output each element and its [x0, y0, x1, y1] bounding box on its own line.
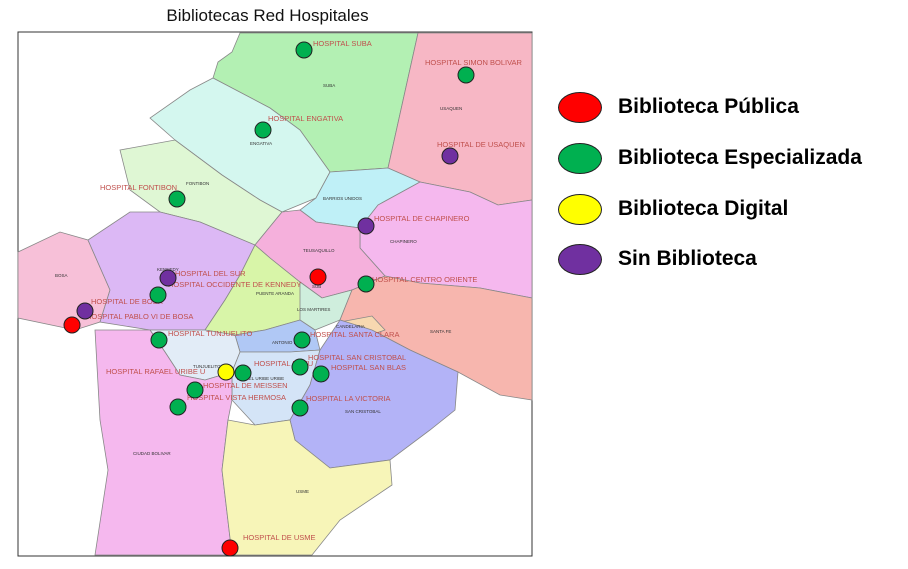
- hospital-marker-meissen[interactable]: [186, 381, 204, 399]
- hospital-label-engativa: HOSPITAL ENGATIVA: [268, 114, 343, 123]
- hospital-marker-centro-oriente[interactable]: [357, 275, 375, 293]
- hospital-marker-engativa[interactable]: [254, 121, 272, 139]
- hospital-label-usaquen: HOSPITAL DE USAQUEN: [437, 140, 525, 149]
- hospital-marker-teusaquillo-public[interactable]: [309, 268, 327, 286]
- locality-label-ciudad-bolivar: CIUDAD BOLIVAR: [133, 451, 171, 456]
- locality-label-bosa: BOSA: [55, 273, 68, 278]
- hospital-marker-tunjuelito[interactable]: [150, 331, 168, 349]
- legend-label-specialized: Biblioteca Especializada: [618, 146, 862, 169]
- hospital-marker-fontibon[interactable]: [168, 190, 186, 208]
- hospital-marker-suba[interactable]: [295, 41, 313, 59]
- locality-label-engativa: ENGATIVA: [250, 141, 272, 146]
- locality-label-teusaquillo: TEUSAQUILLO: [303, 248, 335, 253]
- hospital-label-pablo-vi-bosa: HOSPITAL PABLO VI DE BOSA: [86, 312, 193, 321]
- map-title: Bibliotecas Red Hospitales: [166, 6, 369, 25]
- legend-label-digital: Biblioteca Digital: [618, 197, 789, 220]
- hospital-label-vista-hermosa: HOSPITAL VISTA HERMOSA: [187, 393, 286, 402]
- locality-label-puente-aranda: PUENTE ARANDA: [256, 291, 294, 296]
- hospital-marker-simon-bolivar[interactable]: [457, 66, 475, 84]
- locality-label-suba: SUBA: [323, 83, 335, 88]
- hospital-marker-digital[interactable]: [217, 363, 235, 381]
- hospital-label-fontibon: HOSPITAL FONTIBON: [100, 183, 177, 192]
- locality-label-san-cristobal: SAN CRISTOBAL: [345, 409, 381, 414]
- hospital-marker-santa-clara[interactable]: [293, 331, 311, 349]
- hospital-label-san-blas: HOSPITAL SAN BLAS: [331, 363, 406, 372]
- legend-swatch-none: [558, 243, 602, 275]
- locality-label-candelaria: CANDELARIA: [336, 324, 365, 329]
- hospital-marker-pablo-vi-bosa[interactable]: [63, 316, 81, 334]
- locality-label-tunjuelito: TUNJUELITO: [193, 364, 221, 369]
- hospital-marker-san-cristobal[interactable]: [291, 358, 309, 376]
- hospital-marker-la-victoria[interactable]: [291, 399, 309, 417]
- hospital-label-usme: HOSPITAL DE USME: [243, 533, 316, 542]
- locality-label-santa-fe: SANTA FE: [430, 329, 451, 334]
- hospital-label-rafael-uribe: HOSPITAL RAFAEL URIBE U: [106, 367, 205, 376]
- legend-label-public: Biblioteca Pública: [618, 95, 799, 118]
- hospital-label-meissen: HOSPITAL DE MEISSEN: [203, 381, 288, 390]
- hospital-label-bosa: HOSPITAL DE BOSA: [91, 297, 163, 306]
- locality-label-kennedy: KENNEDY: [157, 267, 179, 272]
- locality-label-barrios-unidos: BARRIOS UNIDOS: [323, 196, 362, 201]
- hospital-label-san-cristobal: HOSPITAL SAN CRISTOBAL: [308, 353, 406, 362]
- locality-label-sub: SUB: [312, 284, 321, 289]
- locality-label-fontibon: FONTIBON: [186, 181, 209, 186]
- locality-label-los-martires: LOS MARTIRES: [297, 307, 330, 312]
- hospital-label-del-sur: HOSPITAL DEL SUR: [175, 269, 246, 278]
- legend-label-none: Sin Biblioteca: [618, 247, 757, 270]
- legend-item-specialized: Biblioteca Especializada: [558, 138, 862, 178]
- hospital-label-tunjuelito: HOSPITAL TUNJUELITO: [168, 329, 252, 338]
- hospital-marker-chapinero[interactable]: [357, 217, 375, 235]
- hospital-label-suba: HOSPITAL SUBA: [313, 39, 372, 48]
- hospital-label-santa-clara: HOSPITAL SANTA CLARA: [310, 330, 399, 339]
- hospital-marker-del-sur[interactable]: [159, 269, 177, 287]
- hospital-marker-vista-hermosa[interactable]: [169, 398, 187, 416]
- hospital-label-la-victoria: HOSPITAL LA VICTORIA: [306, 394, 390, 403]
- hospital-marker-usaquen[interactable]: [441, 147, 459, 165]
- hospital-label-el-tunal: HOSPITAL EL TU: [254, 359, 313, 368]
- locality-label-usaquen: USAQUEN: [440, 106, 462, 111]
- locality-label-usme: USME: [296, 489, 309, 494]
- legend-swatch-specialized: [558, 142, 602, 174]
- hospital-marker-el-tunal[interactable]: [234, 364, 252, 382]
- hospital-label-centro-oriente: HOSPITAL CENTRO ORIENTE: [372, 275, 477, 284]
- hospital-marker-usme[interactable]: [221, 539, 239, 557]
- legend-item-none: Sin Biblioteca: [558, 239, 757, 279]
- locality-label-chapinero: CHAPINERO: [390, 239, 417, 244]
- locality-label-rafael-uribe: RAFAEL URIBE URIBE: [237, 376, 284, 381]
- hospital-label-chapinero: HOSPITAL DE CHAPINERO: [374, 214, 470, 223]
- legend-item-digital: Biblioteca Digital: [558, 189, 788, 229]
- hospital-label-simon-bolivar: HOSPITAL SIMON BOLIVAR: [425, 58, 523, 67]
- legend-swatch-public: [558, 91, 602, 123]
- legend-swatch-digital: [558, 193, 602, 225]
- locality-label-antonio-narino: ANTONIO N: [272, 340, 297, 345]
- legend-item-public: Biblioteca Pública: [558, 87, 799, 127]
- hospital-marker-san-blas[interactable]: [312, 365, 330, 383]
- hospital-marker-bosa[interactable]: [76, 302, 94, 320]
- hospital-label-occidente-kennedy: HOSPITAL OCCIDENTE DE KENNEDY: [168, 280, 301, 289]
- hospital-marker-occidente-kennedy[interactable]: [149, 286, 167, 304]
